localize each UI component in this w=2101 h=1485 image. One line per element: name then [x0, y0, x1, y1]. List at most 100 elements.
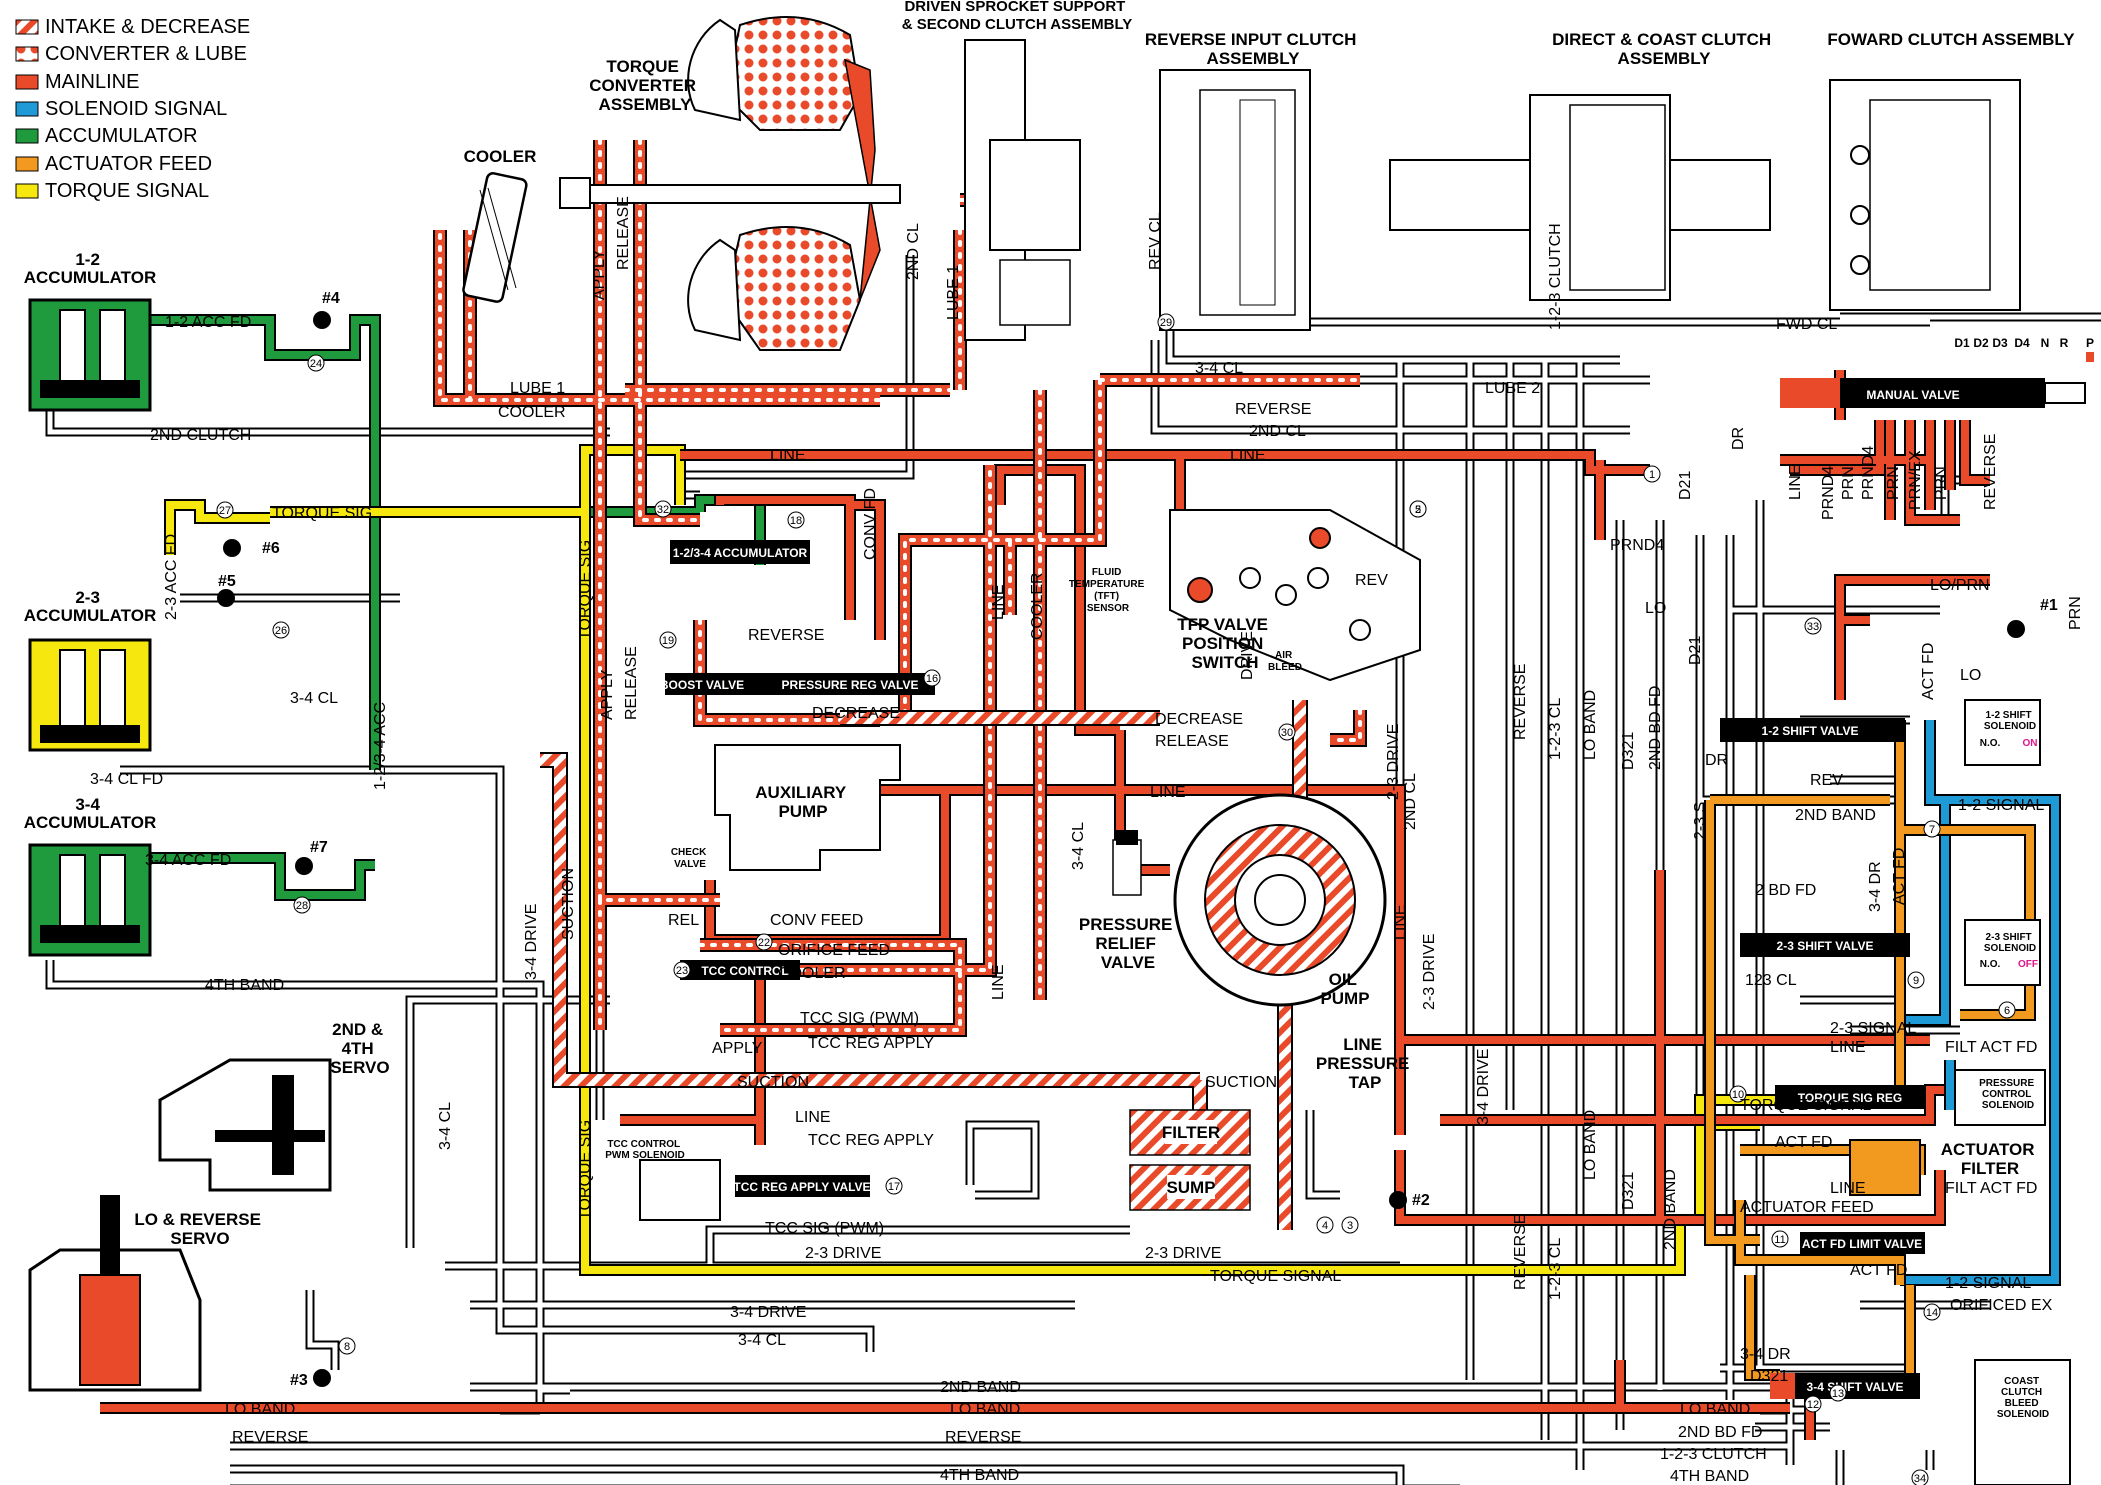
tfp-label-3: SWITCH [1191, 653, 1258, 672]
passage-3-4-cl-v: 3-4 CL [437, 1102, 454, 1150]
servo24-label-3: SERVO [330, 1058, 389, 1077]
auxiliary-pump: AUXILIARY PUMP CHECK VALVE [671, 744, 901, 871]
check-ball-2 [1389, 1191, 1407, 1209]
passage-lo-2: LO [1960, 667, 1981, 684]
passage-line-r3: LINE [1830, 1180, 1866, 1197]
check-ball-2-label: #2 [1412, 1192, 1430, 1209]
legend-swatch-accumulator [15, 128, 39, 144]
sol23-label-1: 2-3 SHIFT [1986, 932, 2032, 943]
sprocket-label-2: & SECOND CLUTCH ASSEMBLY [902, 16, 1133, 33]
torque-signal-circuit [164, 444, 1780, 1276]
passage-torque-sig-v: TORQUE SIG [577, 1120, 594, 1220]
passage-act-fd-v: ACT FD [1891, 848, 1908, 905]
torque-converter-label-3: ASSEMBLY [599, 95, 693, 114]
orifice-16: 16 [926, 673, 938, 685]
passage-dr: DR [1730, 427, 1747, 450]
aux-pump-label-1: AUXILIARY [755, 783, 847, 802]
sprocket-label: DRIVEN SPROCKET SUPPORT & SECOND CLUTCH … [902, 0, 1133, 33]
orifice-5: 5 [1415, 504, 1421, 516]
passage-prn: PRN [2067, 596, 2084, 630]
passage-4th-band-b: 4TH BAND [1670, 1468, 1749, 1485]
tfp-label: TFP VALVE POSITION SWITCH [1177, 615, 1272, 672]
passage-reverse-mid: REVERSE [748, 627, 824, 644]
tft-label-2: TEMPERATURE [1069, 579, 1145, 590]
acc12-label-2: ACCUMULATOR [24, 268, 157, 287]
passage-acc23-fd: 2-3 ACC FD [163, 534, 180, 620]
passage-torque-sig: TORQUE SIG [272, 505, 372, 522]
passage-apply-v2: APPLY [599, 669, 616, 720]
passage-suction-h: SUCTION [1205, 1074, 1277, 1091]
torque-converter-label-1: TORQUE [606, 57, 678, 76]
passage-lo-band-v2: LO BAND [1582, 1110, 1599, 1180]
orifice-26: 26 [275, 625, 287, 637]
passage-3-4-cl-h: 3-4 CL [738, 1332, 786, 1349]
passage-conv-feed: CONV FEED [770, 912, 863, 929]
cooler: COOLER [462, 147, 536, 303]
acc12-label: 1-2 ACCUMULATOR [24, 250, 157, 287]
air-bleed-label-1: AIR [1275, 650, 1293, 661]
valve-tcc-control [680, 960, 800, 980]
valve-tcc-reg-apply [735, 1175, 870, 1197]
passage-torque-signal-r: TORQUE SIGNAL [1740, 1097, 1871, 1114]
acc34-label: 3-4 ACCUMULATOR [24, 795, 157, 832]
passage-3-4-cl: 3-4 CL [290, 690, 338, 707]
sol23-label: 2-3 SHIFT SOLENOID [1984, 932, 2036, 954]
tfp-switch: TFP VALVE POSITION SWITCH FLUID TEMPERAT… [1069, 509, 1421, 682]
passage-2nd-clutch: 2ND CLUTCH [150, 427, 251, 444]
orifice-9: 9 [1913, 975, 1919, 987]
oil-pump: OIL PUMP [1173, 793, 1387, 1008]
sol23-state: N.O. [1980, 959, 2001, 970]
sprocket-assembly: DRIVEN SPROCKET SUPPORT & SECOND CLUTCH … [902, 0, 1133, 341]
passage-d21: D21 [1677, 471, 1694, 500]
legend-swatch-intake [15, 19, 39, 35]
orifice-19: 19 [662, 635, 674, 647]
check-ball-1 [2007, 620, 2025, 638]
intake-circuit [540, 700, 1308, 1230]
passage-prnd4: PRND4 [1610, 537, 1664, 554]
oil-pump-label: OIL PUMP [1320, 970, 1369, 1008]
passage-tcc-reg-apply-2: TCC REG APPLY [808, 1132, 934, 1149]
passage-reverse-manual: REVERSE [1982, 434, 1999, 510]
passage-act-fd-b: ACT FD [1850, 1262, 1907, 1279]
lpt-label-1: LINE [1343, 1035, 1382, 1054]
orifice-6: 6 [2004, 1005, 2010, 1017]
direct-coast-label-2: ASSEMBLY [1618, 49, 1712, 68]
orifice-3: 3 [1347, 1220, 1353, 1232]
orifice-34: 34 [1914, 1473, 1926, 1485]
coast-bleed-label-2: CLUTCH [2001, 1387, 2042, 1398]
orifice-labels: 1 2 3 4 5 6 7 8 9 10 11 12 13 14 16 17 1… [219, 317, 2010, 1485]
pcs-label-3: SOLENOID [1982, 1100, 2034, 1111]
range-d1: D1 [1954, 336, 1970, 350]
air-bleed-label-2: BLEED [1268, 662, 1302, 673]
passage-tcc-sig-pwm: TCC SIG (PWM) [800, 1010, 919, 1027]
orifice-28: 28 [296, 900, 308, 912]
accumulator-34: 3-4 ACCUMULATOR [24, 795, 157, 957]
check-ball-7-label: #7 [310, 839, 328, 856]
passage-3-4-dr-v: 3-4 DR [1867, 861, 1884, 912]
torque-converter-label: TORQUE CONVERTER ASSEMBLY [589, 57, 700, 114]
passage-2-3-signal: 2-3 SIGNAL [1830, 1020, 1916, 1037]
passage-2nd-cl: 2ND CL [905, 223, 922, 280]
sol12-status: ON [2023, 738, 2038, 749]
passage-lo-band-v: LO BAND [1582, 690, 1599, 760]
passage-cooler-v: COOLER [1029, 572, 1046, 640]
passage-apply-h: APPLY [712, 1040, 763, 1057]
servo-2-4: 2ND & 4TH SERVO [158, 1020, 390, 1192]
oil-pump-label-2: PUMP [1320, 989, 1369, 1008]
passage-act-fd-m: ACT FD [1775, 1134, 1832, 1151]
orifice-4: 4 [1322, 1220, 1328, 1232]
range-d2: D2 [1973, 336, 1989, 350]
check-ball-1-label: #1 [2040, 597, 2058, 614]
orifice-22: 22 [758, 937, 770, 949]
passage-2nd-bd-fd-v: 2ND BD FD [1647, 686, 1664, 770]
passage-conv-fd: CONV FD [862, 488, 879, 560]
passage-line-manual: LINE [1787, 464, 1804, 500]
pressure-relief: PRESSURE RELIEF VALVE [1079, 830, 1172, 972]
passage-2nd-band-r: 2ND BAND [1795, 807, 1876, 824]
passage-apply: APPLY [591, 249, 608, 300]
tft-label-4: SENSOR [1087, 603, 1130, 614]
passage-2-3-drive-v2: 2-3 DRIVE [1421, 934, 1438, 1010]
sol23-label-2: SOLENOID [1984, 943, 2036, 954]
orifice-33: 33 [1807, 621, 1819, 633]
passage-suction-h2: SUCTION [737, 1074, 809, 1091]
